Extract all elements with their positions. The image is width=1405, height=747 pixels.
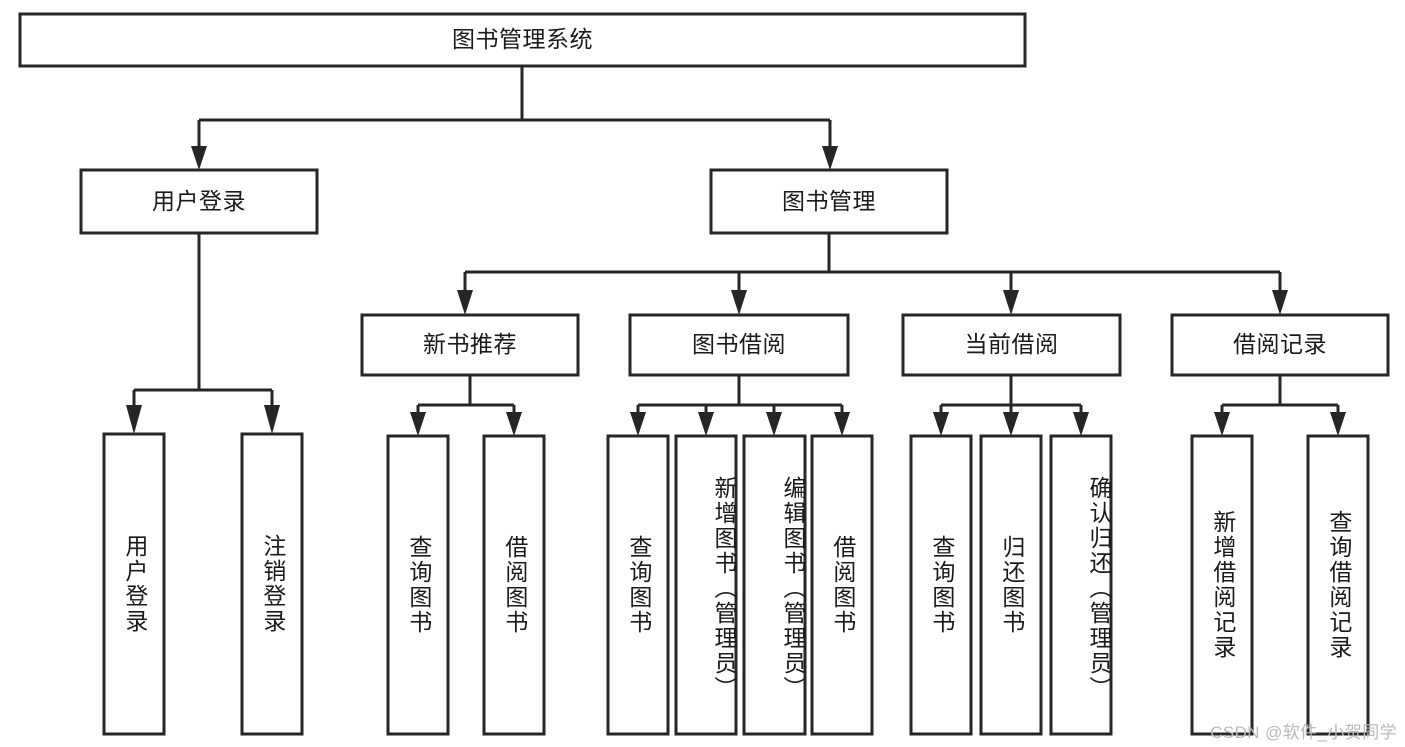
node-box-leaf-book-borrow-3[interactable] [742,434,807,736]
arrow-head-borrow-record-1 [1214,412,1230,436]
arrow-head-current-borrow-1 [933,412,949,436]
node-box-current-borrow[interactable] [901,313,1122,377]
arrow-head-level3-2 [731,290,747,315]
arrow-head-user-login [191,146,207,170]
arrow-head-book-manage [822,146,838,170]
node-box-book-borrow[interactable] [628,313,850,377]
node-box-leaf-new-book-1[interactable] [386,434,450,736]
node-box-new-book-recommend[interactable] [360,313,580,377]
arrow-head-current-borrow-2 [1003,412,1019,436]
arrow-head-book-borrow-1 [630,412,646,436]
node-box-leaf-book-borrow-2[interactable] [674,434,738,736]
node-box-leaf-borrow-record-1[interactable] [1190,434,1254,736]
node-box-book-manage[interactable] [709,168,949,235]
node-box-leaf-current-borrow-1[interactable] [909,434,973,736]
arrow-head-borrow-record-2 [1330,412,1346,436]
arrow-head-level3-1 [457,290,473,315]
node-box-leaf-current-borrow-3[interactable] [1049,434,1113,736]
node-box-leaf-new-book-2[interactable] [482,434,546,736]
node-box-leaf-user-login-1[interactable] [102,432,166,736]
arrow-head-current-borrow-3 [1073,412,1089,436]
arrow-head-book-borrow-3 [766,412,782,436]
node-box-borrow-record[interactable] [1170,313,1390,377]
arrow-head-user-login-leaf1 [126,405,142,434]
node-box-leaf-current-borrow-2[interactable] [979,434,1043,736]
node-box-leaf-book-borrow-1[interactable] [606,434,670,736]
node-box-leaf-user-login-2[interactable] [240,432,304,736]
arrow-head-level3-4 [1272,290,1288,315]
arrow-head-level3-3 [1003,290,1019,315]
node-box-user-login[interactable] [79,168,319,235]
arrow-head-new-book-2 [506,412,522,436]
node-box-root[interactable] [18,12,1027,68]
node-box-leaf-borrow-record-2[interactable] [1306,434,1370,736]
node-box-leaf-book-borrow-4[interactable] [810,434,874,736]
arrow-head-new-book-1 [410,412,426,436]
arrow-head-book-borrow-2 [698,412,714,436]
watermark-text: CSDN @软件_小贺同学 [1210,723,1397,742]
arrow-head-user-login-leaf2 [264,405,280,434]
arrow-head-book-borrow-4 [834,412,850,436]
